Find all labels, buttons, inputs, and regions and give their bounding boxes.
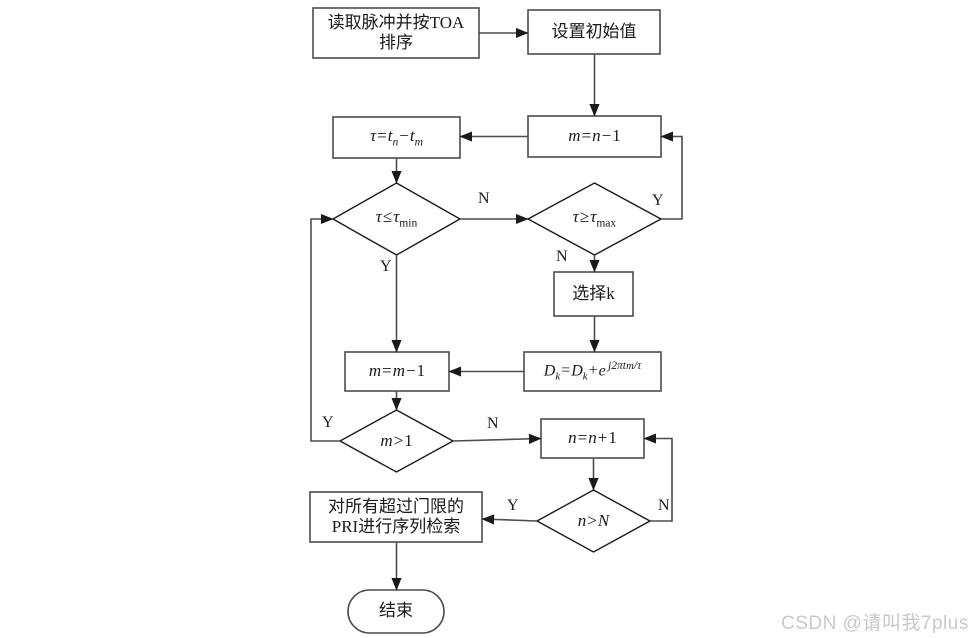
node-select-k: [553, 271, 634, 317]
node-m-gt-1: [338, 409, 455, 473]
node-pri-search: [309, 491, 483, 543]
node-set-initial: [527, 9, 661, 55]
node-tau-assign: [332, 116, 461, 159]
node-n-increment: [540, 418, 645, 459]
node-m-assign: [527, 115, 662, 158]
edge-mgt1-yes-to-tauminchk: [310, 213, 340, 442]
node-n-gt-N: [535, 489, 652, 553]
edge-ngtN-yes-to-prisearch: [481, 514, 538, 525]
node-tau-min-check: [331, 182, 462, 256]
csdn-watermark: CSDN @请叫我7plus: [781, 613, 969, 634]
node-tau-max-check: [526, 182, 663, 256]
node-read-pulses: [312, 7, 480, 59]
node-end: [347, 589, 445, 634]
node-dk-update: [523, 351, 662, 392]
node-m-decrement: [344, 351, 450, 392]
edge-mgt1-no-to-nincrement: [452, 433, 542, 444]
edge-ngtN-no-to-nincrement: [643, 433, 673, 522]
edge-taumax-yes-to-massign: [660, 131, 683, 220]
